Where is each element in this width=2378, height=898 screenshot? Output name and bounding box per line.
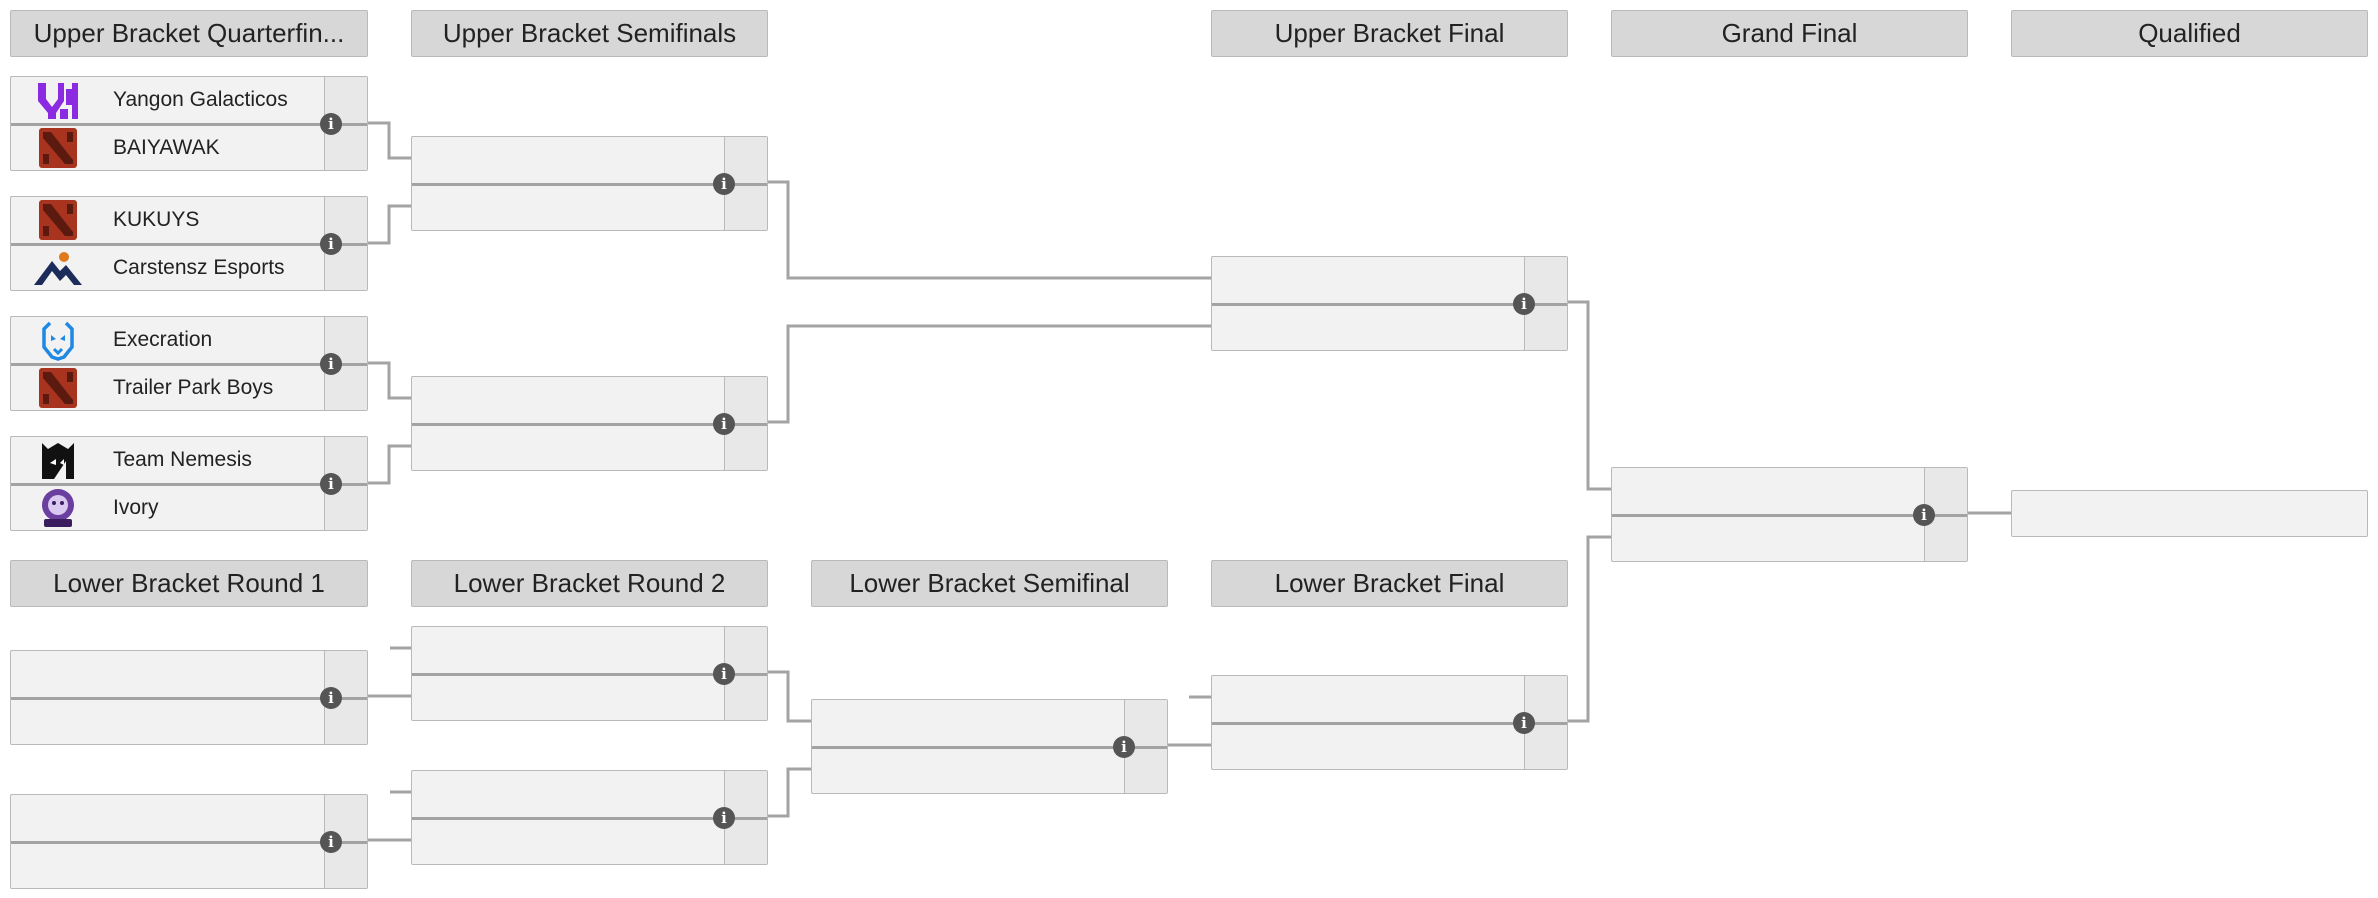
round-title: Qualified: [2138, 18, 2241, 48]
team-name: Trailer Park Boys: [113, 376, 274, 399]
match-divider: [11, 483, 367, 486]
round-header-grand-final: Grand Final: [1611, 10, 1968, 57]
team-row[interactable]: Execration: [11, 317, 325, 363]
match-divider: [412, 673, 767, 676]
match-ubs-1[interactable]: i: [411, 136, 768, 231]
match-info-icon[interactable]: i: [713, 413, 735, 435]
match-lb-r1-2[interactable]: i: [10, 794, 368, 889]
team-row[interactable]: KUKUYS: [11, 197, 325, 243]
carstensz-esports-logo-icon: [33, 247, 83, 289]
round-title: Upper Bracket Quarterfin...: [33, 18, 345, 48]
team-row[interactable]: Carstensz Esports: [11, 245, 325, 291]
team-name: BAIYAWAK: [113, 136, 220, 159]
team-nemesis-logo-icon: [33, 439, 83, 481]
round-header-ub-final: Upper Bracket Final: [1211, 10, 1568, 57]
team-row[interactable]: Trailer Park Boys: [11, 365, 325, 411]
match-info-icon[interactable]: i: [713, 807, 735, 829]
match-info-icon[interactable]: i: [320, 473, 342, 495]
match-divider: [11, 123, 367, 126]
team-name: KUKUYS: [113, 208, 200, 231]
team-name: Carstensz Esports: [113, 256, 285, 279]
qualified-slot: [2011, 490, 2368, 537]
round-title: Lower Bracket Round 1: [53, 568, 325, 598]
round-title: Upper Bracket Semifinals: [442, 18, 737, 48]
match-lb-r2-2[interactable]: i: [411, 770, 768, 865]
execration-logo-icon: [33, 319, 83, 361]
match-ubq-1[interactable]: Yangon Galacticos BAIYAWAK i: [10, 76, 368, 171]
round-header-ub-quarterfinals: Upper Bracket Quarterfin...: [10, 10, 368, 57]
ivory-logo-icon: [33, 487, 83, 529]
match-info-icon[interactable]: i: [1513, 293, 1535, 315]
match-grand-final[interactable]: i: [1611, 467, 1968, 562]
round-title: Grand Final: [1721, 18, 1858, 48]
team-name: Execration: [113, 328, 213, 351]
match-divider: [1212, 722, 1567, 725]
match-info-icon[interactable]: i: [1913, 504, 1935, 526]
match-info-icon[interactable]: i: [320, 353, 342, 375]
round-title: Lower Bracket Round 2: [453, 568, 726, 598]
round-header-lb-semifinal: Lower Bracket Semifinal: [811, 560, 1168, 607]
match-info-icon[interactable]: i: [320, 233, 342, 255]
round-header-lb-round1: Lower Bracket Round 1: [10, 560, 368, 607]
round-header-qualified: Qualified: [2011, 10, 2368, 57]
match-divider: [412, 183, 767, 186]
match-ubq-3[interactable]: Execration Trailer Park Boys i: [10, 316, 368, 411]
match-divider: [1212, 303, 1567, 306]
team-row[interactable]: Ivory: [11, 485, 325, 531]
round-title: Lower Bracket Final: [1274, 568, 1505, 598]
match-ub-final[interactable]: i: [1211, 256, 1568, 351]
round-header-ub-semifinals: Upper Bracket Semifinals: [411, 10, 768, 57]
team-name: Team Nemesis: [113, 448, 252, 471]
match-divider: [812, 746, 1167, 749]
match-divider: [11, 841, 367, 844]
match-info-icon[interactable]: i: [713, 173, 735, 195]
match-info-icon[interactable]: i: [320, 831, 342, 853]
dota2-logo-icon: [33, 127, 83, 169]
match-divider: [11, 363, 367, 366]
match-divider: [412, 423, 767, 426]
round-header-lb-final: Lower Bracket Final: [1211, 560, 1568, 607]
round-title: Lower Bracket Semifinal: [849, 568, 1130, 598]
round-header-lb-round2: Lower Bracket Round 2: [411, 560, 768, 607]
match-info-icon[interactable]: i: [1513, 712, 1535, 734]
round-title: Upper Bracket Final: [1274, 18, 1505, 48]
match-divider: [412, 817, 767, 820]
match-lb-r2-1[interactable]: i: [411, 626, 768, 721]
match-info-icon[interactable]: i: [1113, 736, 1135, 758]
match-divider: [11, 243, 367, 246]
match-divider: [11, 697, 367, 700]
team-row[interactable]: Yangon Galacticos: [11, 77, 325, 123]
match-lb-final[interactable]: i: [1211, 675, 1568, 770]
yangon-galacticos-logo-icon: [33, 79, 83, 121]
match-lb-r1-1[interactable]: i: [10, 650, 368, 745]
match-ubq-2[interactable]: KUKUYS Carstensz Esports i: [10, 196, 368, 291]
match-divider: [1612, 514, 1967, 517]
team-name: Ivory: [113, 496, 159, 519]
dota2-logo-icon: [33, 199, 83, 241]
dota2-logo-icon: [33, 367, 83, 409]
match-ubs-2[interactable]: i: [411, 376, 768, 471]
team-row[interactable]: BAIYAWAK: [11, 125, 325, 171]
match-ubq-4[interactable]: Team Nemesis Ivory i: [10, 436, 368, 531]
match-lb-semifinal[interactable]: i: [811, 699, 1168, 794]
match-info-icon[interactable]: i: [320, 687, 342, 709]
match-info-icon[interactable]: i: [713, 663, 735, 685]
match-info-icon[interactable]: i: [320, 113, 342, 135]
team-row[interactable]: Team Nemesis: [11, 437, 325, 483]
team-name: Yangon Galacticos: [113, 88, 288, 111]
